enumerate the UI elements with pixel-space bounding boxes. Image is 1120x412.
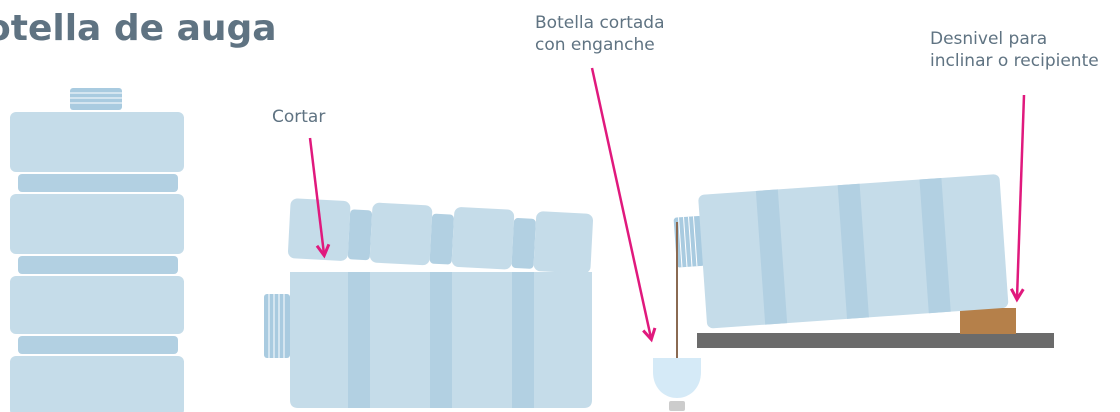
cut-bottle-lower-groove-3 [512, 272, 534, 408]
inclined-bottle-groove-3 [919, 177, 951, 314]
label-slope: Desnivel para inclinar o recipiente [930, 28, 1099, 72]
cut-bottle-top-groove-3 [511, 218, 536, 269]
upright-bottle-cap-icon [70, 88, 122, 110]
wood-block [960, 308, 1016, 334]
cut-bottle-top-segment-3 [451, 207, 515, 270]
label-bottle-cut: Botella cortada con enganche [535, 12, 664, 56]
arrow-slope [1009, 94, 1026, 303]
upright-bottle-panel-4 [10, 356, 184, 412]
label-slope-line-1: Desnivel para [930, 29, 1048, 49]
inclined-bottle-groove-1 [755, 189, 788, 325]
label-cortar-text: Cortar [272, 107, 326, 127]
base-bar [697, 333, 1054, 348]
upright-bottle-groove-1 [18, 174, 178, 192]
arrow-bottle-cut [590, 67, 657, 343]
hanging-cup [653, 358, 701, 398]
inclined-bottle-body [673, 174, 1009, 329]
upright-bottle-panel-1 [10, 112, 184, 172]
cut-bottle-neck-icon [264, 294, 290, 358]
inclined-bottle-groove-2 [837, 183, 869, 319]
cut-bottle-lower-groove-2 [430, 272, 452, 408]
upright-bottle-panel-3 [10, 276, 184, 334]
label-slope-line-2: inclinar o recipiente [930, 51, 1099, 71]
inclined-bottle-neck-icon [673, 216, 705, 268]
cut-bottle-top-segment-4 [533, 211, 594, 274]
cut-bottle-top-segment-1 [287, 198, 351, 261]
cup-drip-icon [669, 401, 685, 411]
label-bottle-cut-line-2: con enganche [535, 35, 655, 55]
cut-bottle [264, 198, 594, 408]
upright-bottle-panel-2 [10, 194, 184, 254]
inclined-bottle [653, 174, 1054, 411]
upright-bottle-groove-3 [18, 336, 178, 354]
upright-bottle-groove-2 [18, 256, 178, 274]
cut-bottle-top-piece [287, 198, 594, 274]
cut-bottle-top-groove-2 [429, 213, 454, 265]
label-bottle-cut-line-1: Botella cortada [535, 13, 665, 33]
label-cortar: Cortar [272, 106, 325, 128]
arrow-cortar [308, 137, 331, 259]
diagram-title: otella de auga [0, 8, 277, 49]
upright-bottle [10, 88, 184, 412]
cut-bottle-top-segment-2 [369, 202, 433, 266]
cut-bottle-top-groove-1 [347, 209, 373, 261]
cut-bottle-lower-groove-1 [348, 272, 370, 408]
